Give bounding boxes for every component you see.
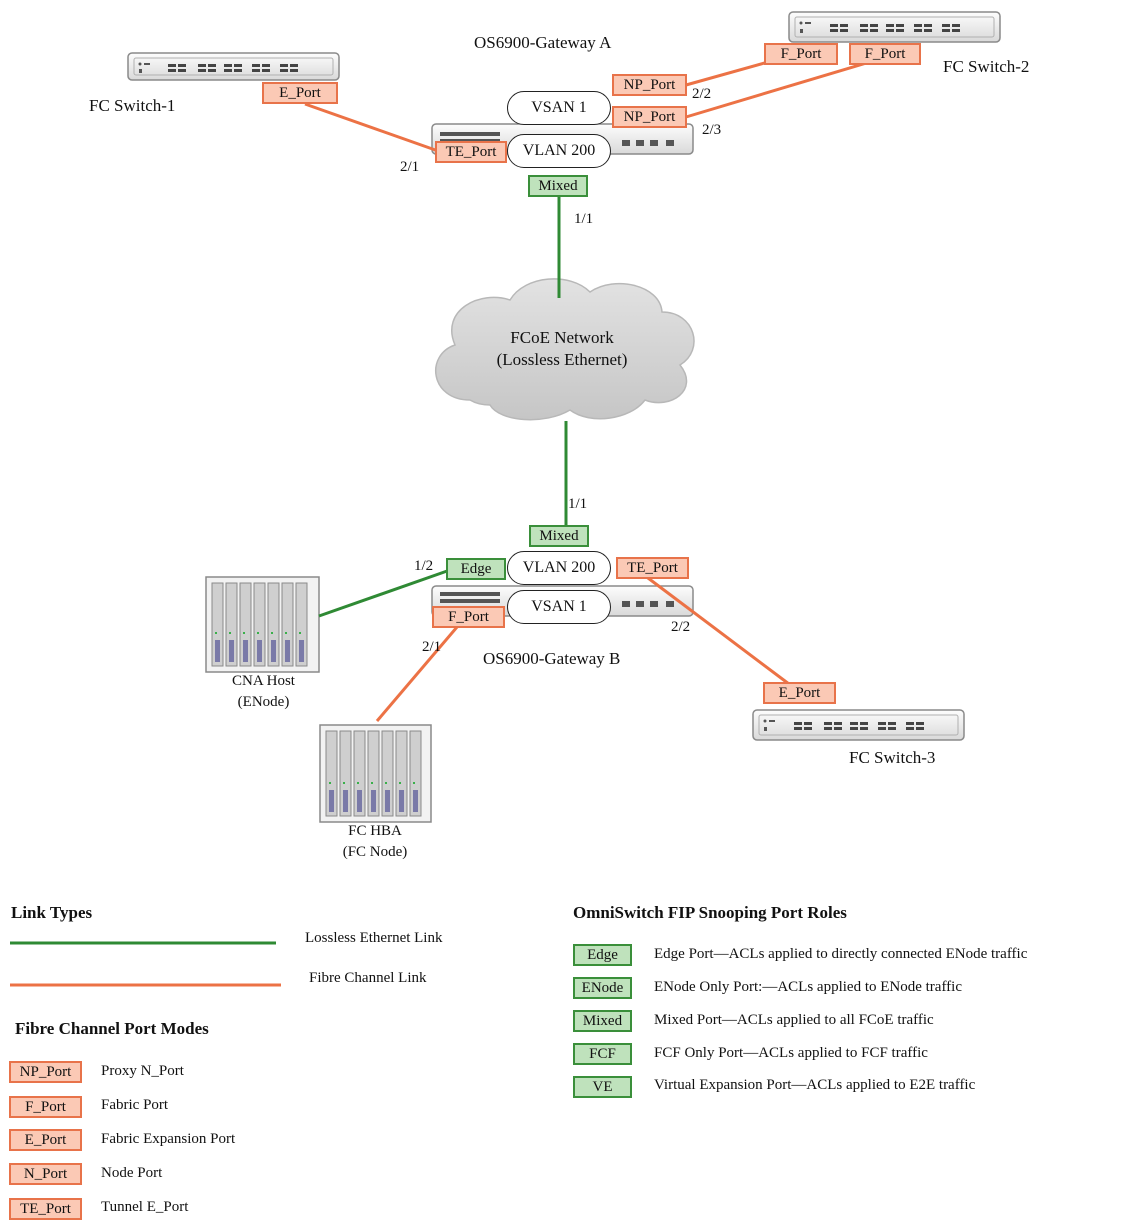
fc-switch-1-label: FC Switch-1: [89, 96, 176, 115]
gateway-a-np-port-2: NP_Port: [612, 106, 687, 128]
cna-host-server: [205, 576, 320, 673]
legend-fip-title: OmniSwitch FIP Snooping Port Roles: [573, 903, 847, 922]
legend-te-port-desc: Tunnel E_Port: [101, 1199, 189, 1215]
legend-e-port-desc: Fabric Expansion Port: [101, 1131, 236, 1147]
fcoe-cloud: [435, 278, 695, 421]
legend-fcf-tag: FCF: [573, 1043, 632, 1065]
port-num-b-2-2: 2/2: [671, 619, 691, 635]
legend-link-types-title: Link Types: [11, 903, 93, 922]
gateway-b-edge-port: Edge: [446, 558, 506, 580]
legend-mixed-desc: Mixed Port—ACLs applied to all FCoE traf…: [654, 1012, 934, 1028]
fc-hba-server: [319, 724, 432, 823]
legend-te-port-tag: TE_Port: [9, 1198, 82, 1220]
legend-lossless-label: Lossless Ethernet Link: [305, 930, 443, 946]
fc-switch-3-label: FC Switch-3: [849, 748, 936, 767]
gateway-b-f-port: F_Port: [432, 606, 505, 628]
legend-e-port-tag: E_Port: [9, 1129, 82, 1151]
gateway-b-te-port: TE_Port: [616, 557, 689, 579]
cloud-title: FCoE Network: [510, 328, 614, 347]
gateway-a-np-port-1: NP_Port: [612, 74, 687, 96]
legend-port-modes-title: Fibre Channel Port Modes: [15, 1019, 209, 1038]
legend-np-port-tag: NP_Port: [9, 1061, 82, 1083]
port-num-a-2-2: 2/2: [692, 86, 712, 102]
fc-switch-3-device: [752, 709, 965, 741]
legend-enode-tag: ENode: [573, 977, 632, 999]
fc-switch-1-device: [127, 52, 340, 81]
legend-edge-tag: Edge: [573, 944, 632, 966]
legend-fcf-desc: FCF Only Port—ACLs applied to FCF traffi…: [654, 1045, 928, 1061]
fibre-channel-links: [304, 53, 894, 722]
gateway-a-vlan: VLAN 200: [507, 134, 611, 168]
port-num-a-2-1: 2/1: [400, 159, 420, 175]
port-num-b-1-2: 1/2: [414, 558, 434, 574]
legend-enode-desc: ENode Only Port:—ACLs applied to ENode t…: [654, 979, 962, 995]
legend-f-port-desc: Fabric Port: [101, 1097, 169, 1113]
gateway-b-title: OS6900-Gateway B: [483, 649, 621, 668]
legend-n-port-tag: N_Port: [9, 1163, 82, 1185]
fc-switch-3-e-port: E_Port: [763, 682, 836, 704]
fc-switch-2-f-port-b: F_Port: [849, 43, 921, 65]
gateway-b-mixed-port: Mixed: [529, 525, 589, 547]
legend-n-port-desc: Node Port: [101, 1165, 163, 1181]
gateway-a-vsan: VSAN 1: [507, 91, 611, 125]
legend-ve-desc: Virtual Expansion Port—ACLs applied to E…: [654, 1077, 976, 1093]
legend-np-port-desc: Proxy N_Port: [101, 1063, 184, 1079]
gateway-a-mixed-port: Mixed: [528, 175, 588, 197]
legend-fc-label: Fibre Channel Link: [309, 970, 427, 986]
port-num-a-1-1: 1/1: [574, 211, 594, 227]
port-num-a-2-3: 2/3: [702, 122, 722, 138]
legend-mixed-tag: Mixed: [573, 1010, 632, 1032]
lossless-ethernet-links: [318, 197, 568, 618]
gateway-a-title: OS6900-Gateway A: [474, 33, 612, 52]
fc-switch-1-e-port: E_Port: [262, 82, 338, 104]
cloud-subtitle: (Lossless Ethernet): [496, 350, 628, 369]
cna-host-label: CNA Host: [232, 673, 295, 689]
gateway-a-te-port: TE_Port: [435, 141, 507, 163]
legend-ve-tag: VE: [573, 1076, 632, 1098]
fc-hba-sublabel: (FC Node): [342, 844, 408, 860]
fc-hba-label: FC HBA: [348, 823, 402, 839]
cna-host-sublabel: (ENode): [237, 694, 290, 710]
legend-edge-desc: Edge Port—ACLs applied to directly conne…: [654, 946, 1028, 962]
gateway-b-vsan: VSAN 1: [507, 590, 611, 624]
legend-f-port-tag: F_Port: [9, 1096, 82, 1118]
port-num-b-2-1: 2/1: [422, 639, 442, 655]
gateway-b-vlan: VLAN 200: [507, 551, 611, 585]
fc-switch-2-label: FC Switch-2: [943, 57, 1030, 76]
fc-switch-2-f-port-a: F_Port: [764, 43, 838, 65]
port-num-b-1-1: 1/1: [568, 496, 588, 512]
fc-switch-2-device: [788, 11, 1001, 43]
